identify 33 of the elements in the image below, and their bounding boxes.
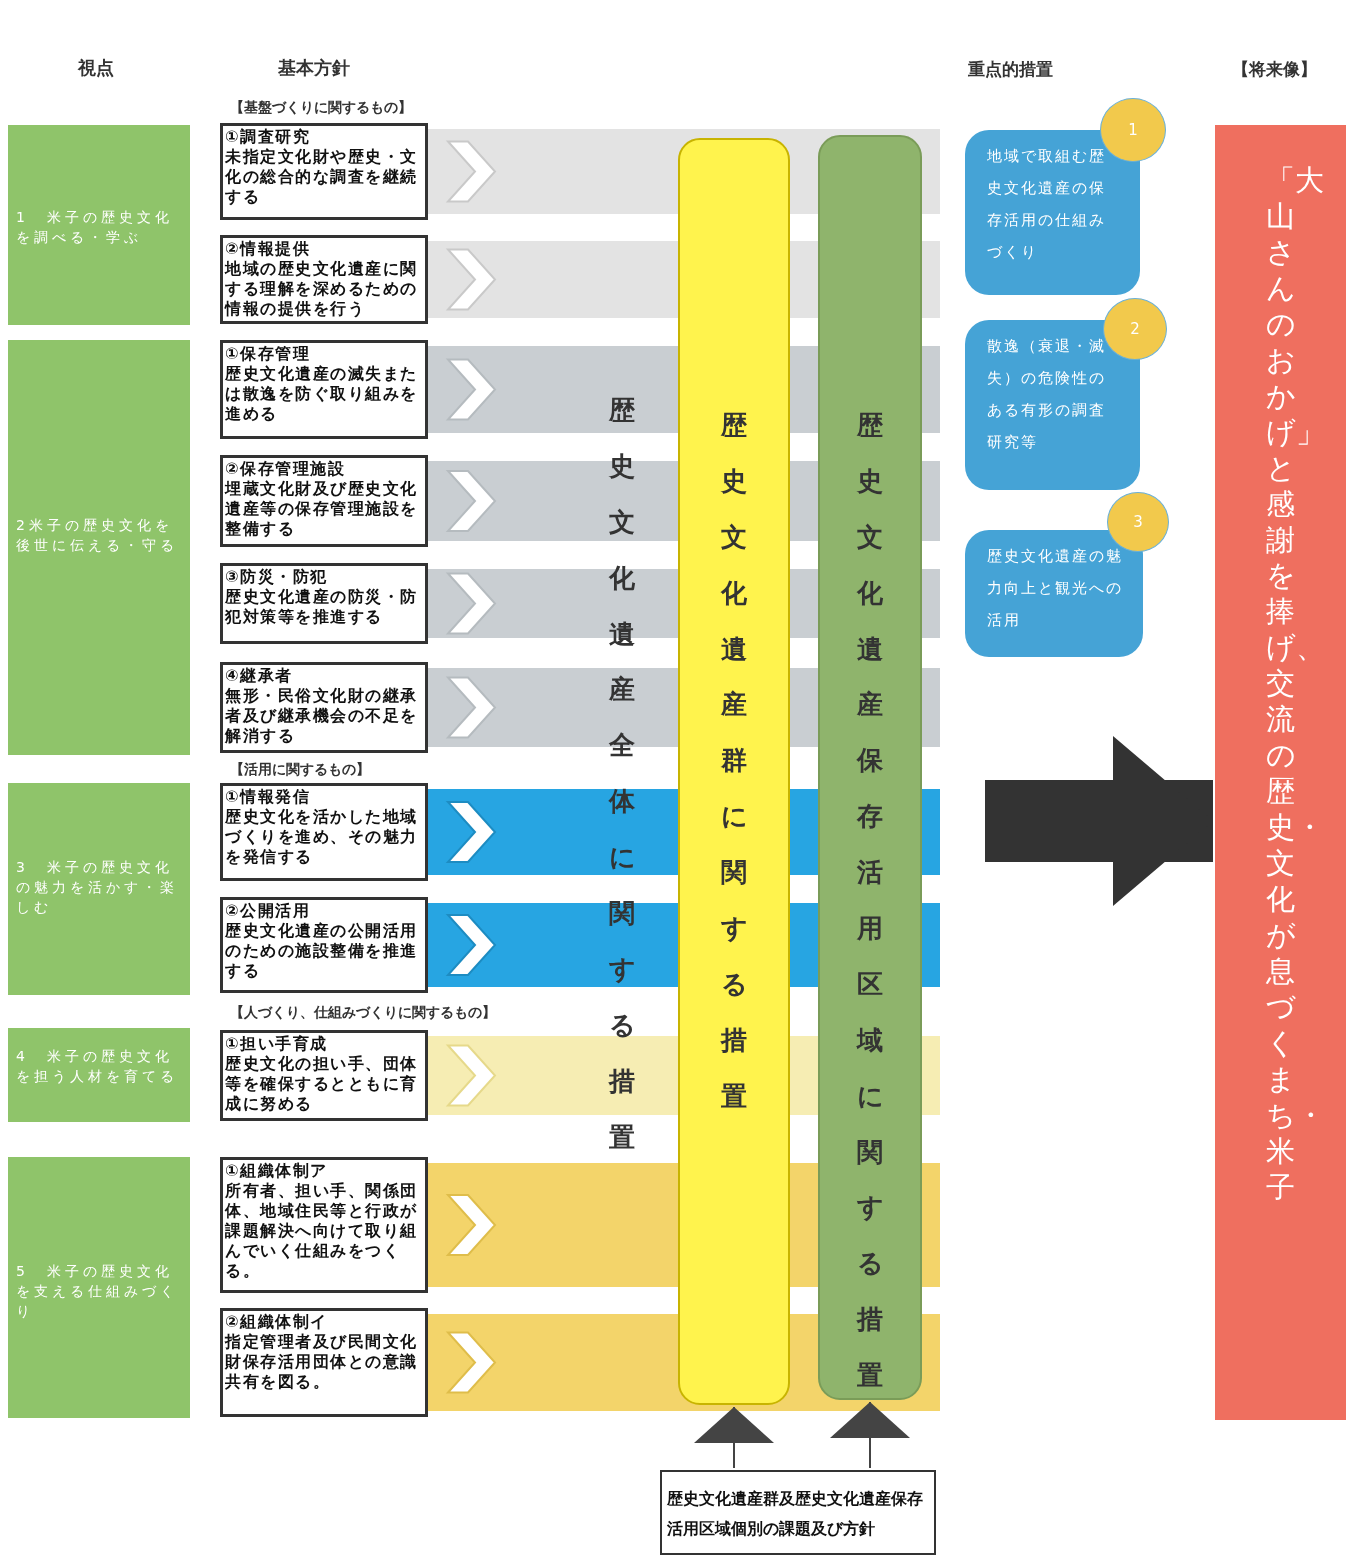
policy-box: ①担い手育成 歴史文化の担い手、団体等を確保するとともに育成に努める [220,1030,428,1121]
column-heading: 【基盤づくりに関するもの】 [230,99,412,117]
future-vision-panel: 「大山さんのおかげ」と感謝を捧げ、交流の歴史・文化が息づくまち・米子 [1215,125,1346,1420]
number-badge: 2 [1103,298,1167,360]
viewpoint-panel: 4 米子の歴史文化を担う人材を育てる [8,1028,190,1122]
source-box: 歴史文化遺産群及歴史文化遺産保存活用区域個別の課題及び方針 [660,1470,936,1555]
measure-column: 歴史文化遺産保存活用区域に関する措置 [818,135,922,1400]
arrow [830,1401,910,1469]
policy-box: ①情報発信 歴史文化を活かした地域づくりを進め、その魅力を発信する [220,783,428,881]
column-heading: 【人づくり、仕組みづくりに関するもの】 [230,1004,496,1022]
viewpoint-panel: 2米子の歴史文化を後世に伝える・守る [8,340,190,755]
column-heading: 基本方針 [278,56,350,80]
policy-box: ②組織体制イ 指定管理者及び民間文化財保存活用団体との意識共有を図る。 [220,1308,428,1417]
arrow [694,1406,774,1469]
policy-box: ①組織体制ア 所有者、担い手、関係団体、地域住民等と行政が課題解決へ向けて取り組んでいく仕組みをつくる。 [220,1157,428,1293]
viewpoint-panel: 5 米子の歴史文化を支える仕組みづくり [8,1157,190,1418]
policy-box: ①調査研究 未指定文化財や歴史・文化の総合的な調査を継続する [220,123,428,220]
block-arrow [985,736,1213,906]
column-heading: 【将来像】 [1232,58,1317,81]
measure-column: 歴史文化遺産群に関する措置 [678,138,790,1405]
vertical-heading: 歴史文化遺産全体に関する措置 [609,394,635,1154]
policy-box: ④継承者 無形・民俗文化財の継承者及び継承機会の不足を解消する [220,662,428,753]
policy-box: ①保存管理 歴史文化遺産の滅失または散逸を防ぐ取り組みを進める [220,340,428,439]
column-heading: 視点 [78,56,114,80]
priority-measure-box: 歴史文化遺産の魅力向上と観光への活用 [965,530,1143,657]
policy-box: ③防災・防犯 歴史文化遺産の防災・防犯対策等を推進する [220,563,428,644]
viewpoint-panel: 1 米子の歴史文化を調べる・学ぶ [8,125,190,325]
policy-box: ②公開活用 歴史文化遺産の公開活用のための施設整備を推進する [220,897,428,993]
viewpoint-panel: 3 米子の歴史文化の魅力を活かす・楽しむ [8,783,190,995]
policy-box: ②保存管理施設 埋蔵文化財及び歴史文化遺産等の保存管理施設を整備する [220,455,428,547]
column-heading: 【活用に関するもの】 [230,761,370,779]
policy-box: ②情報提供 地域の歴史文化遺産に関する理解を深めるための情報の提供を行う [220,235,428,324]
column-heading: 重点的措置 [968,58,1053,81]
